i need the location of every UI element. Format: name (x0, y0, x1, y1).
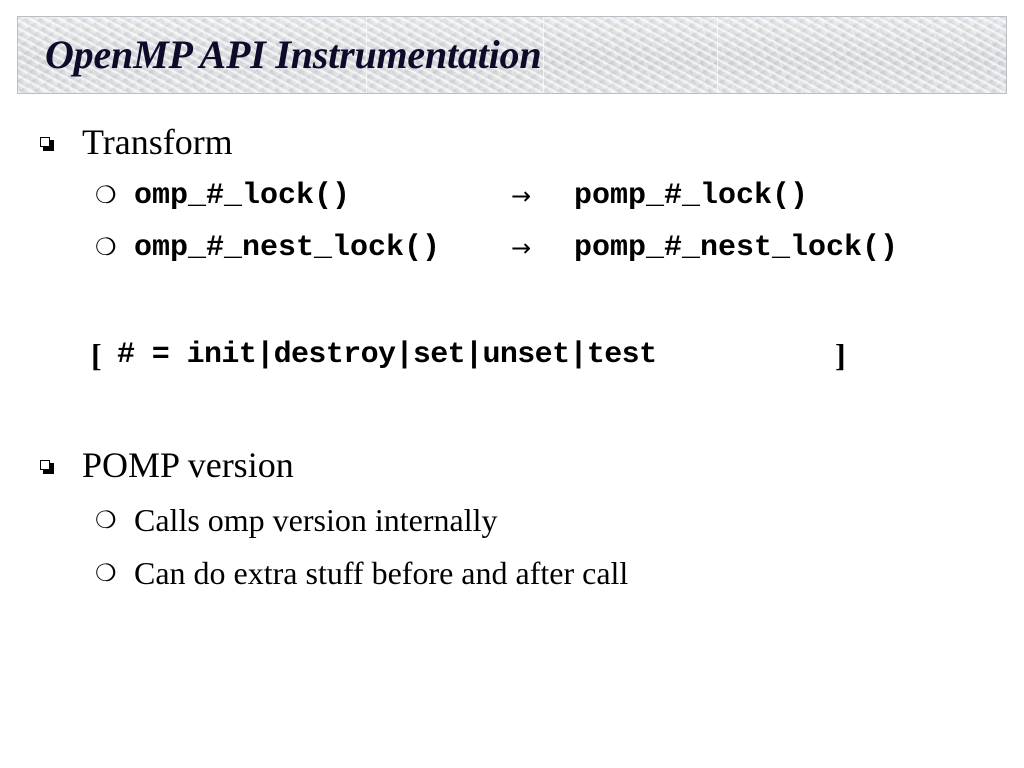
slide-title: OpenMP API Instrumentation (45, 32, 542, 77)
banner-tile-seam (366, 17, 367, 93)
circle-bullet-icon: ❍ (95, 508, 117, 534)
banner-tile-seam (717, 17, 718, 93)
list-item: Calls omp version internally (134, 502, 498, 538)
list-item: Can do extra stuff before and after call (134, 555, 629, 591)
note-open-bracket: [ (91, 337, 102, 373)
shadowed-square-bullet-icon (40, 137, 54, 151)
right-arrow-icon: → (511, 234, 532, 262)
title-banner: OpenMP API Instrumentation (17, 16, 1007, 94)
banner-tile-seam (543, 17, 544, 93)
circle-bullet-icon: ❍ (95, 561, 117, 587)
right-arrow-icon: → (511, 182, 532, 210)
mapping-from: omp_#_lock() (134, 179, 351, 213)
circle-bullet-icon: ❍ (95, 183, 117, 209)
mapping-to: pomp_#_lock() (574, 179, 809, 213)
note-code: # = init|destroy|set|unset|test (117, 338, 657, 372)
note-close-bracket: ] (835, 337, 846, 373)
shadowed-square-bullet-icon (40, 460, 54, 474)
section-heading-pomp-version: POMP version (82, 445, 294, 485)
circle-bullet-icon: ❍ (95, 235, 117, 261)
mapping-from: omp_#_nest_lock() (134, 231, 441, 265)
section-heading-transform: Transform (82, 122, 233, 162)
mapping-to: pomp_#_nest_lock() (574, 231, 899, 265)
